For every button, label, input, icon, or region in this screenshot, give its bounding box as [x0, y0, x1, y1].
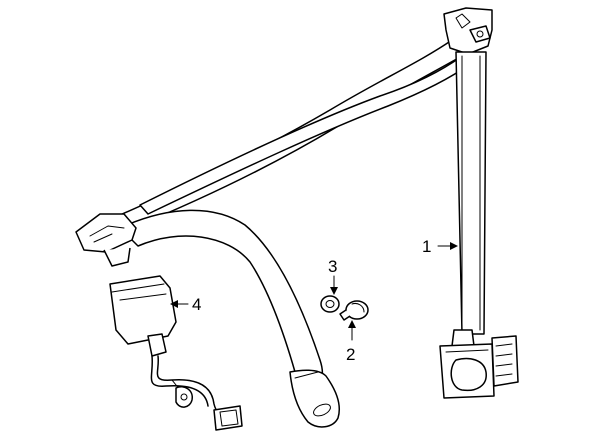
shoulder-belt-webbing: [119, 39, 471, 229]
lap-belt-webbing: [119, 209, 340, 428]
callout-2-label: 2: [346, 345, 355, 364]
upper-anchor: [443, 7, 493, 55]
callout-1-label: 1: [422, 237, 431, 256]
bolt: [339, 300, 369, 321]
latch-plate: [75, 213, 137, 267]
retractor-housing: [439, 329, 519, 399]
callout-4-label: 4: [192, 295, 201, 314]
vertical-belt-guide: [455, 51, 487, 335]
callout-leaders: [170, 242, 458, 341]
callout-3-label: 3: [328, 257, 337, 276]
washer: [320, 295, 340, 313]
buckle-assembly: [109, 275, 243, 431]
